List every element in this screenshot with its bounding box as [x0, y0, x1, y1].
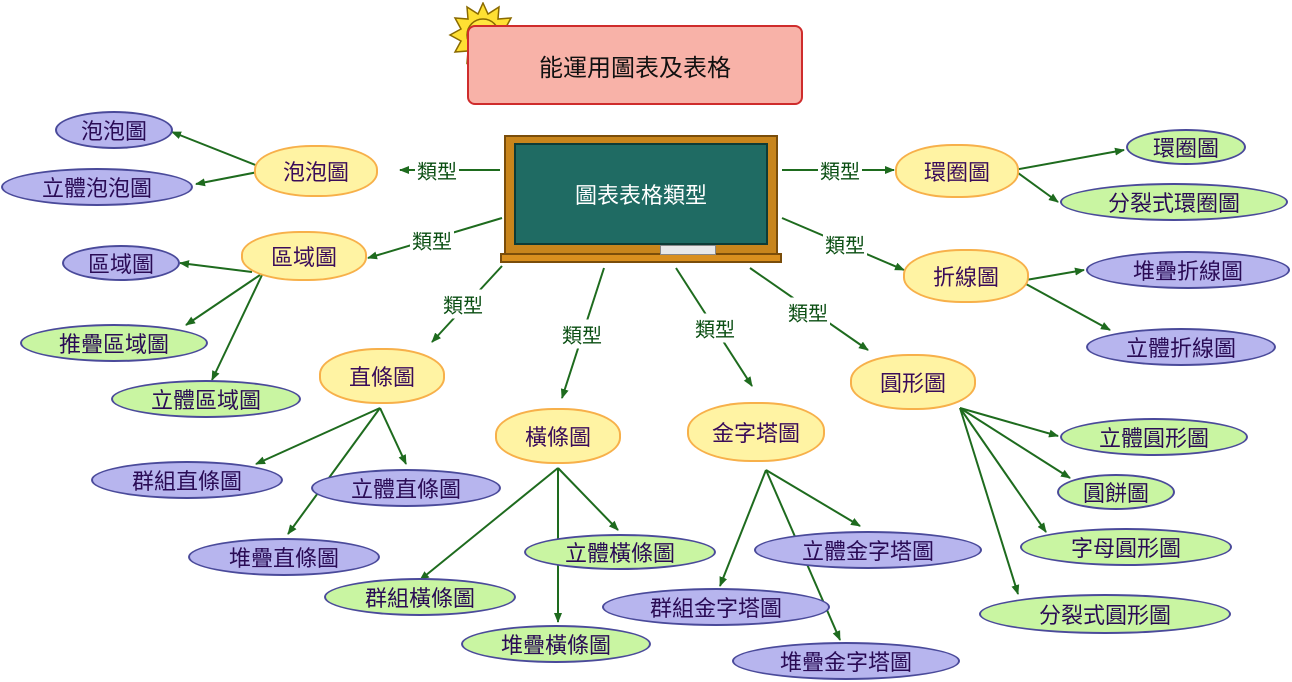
leaf-label: 立體泡泡圖: [41, 177, 152, 202]
leaf-label: 群組金字塔圖: [649, 597, 782, 622]
edge-line-1: [1025, 267, 1085, 281]
category-line: 折線圖: [904, 248, 1028, 304]
category-label: 金字塔圖: [711, 422, 800, 447]
edge-bar-1: [557, 467, 619, 531]
edge-bubble-2: [195, 171, 259, 187]
leaf-bar-2: 群組橫條圖: [324, 578, 516, 616]
leaf-label: 群組直條圖: [131, 470, 242, 495]
edge-pyramid-1: [765, 469, 861, 527]
leaf-column-2: 立體直條圖: [311, 469, 501, 507]
leaf-column-3: 堆疊直條圖: [188, 538, 380, 576]
leaf-pie-1: 立體圓形圖: [1060, 418, 1248, 456]
category-label: 圓形圖: [879, 372, 946, 397]
leaf-label: 區域圖: [87, 253, 154, 278]
edge-pie-4: [959, 407, 1020, 595]
edge-line-2: [1025, 283, 1111, 331]
leaf-doughnut-1: 環圈圖: [1126, 129, 1246, 165]
leaf-label: 群組橫條圖: [364, 587, 475, 612]
leaf-pie-2: 圓餅圖: [1057, 474, 1175, 510]
leaf-pyramid-3: 堆疊金字塔圖: [732, 642, 960, 680]
leaf-label: 分裂式圓形圖: [1038, 604, 1171, 629]
chalkboard: 圖表表格類型: [500, 135, 782, 265]
leaf-label: 環圈圖: [1152, 137, 1219, 162]
leaf-bar-1: 立體橫條圖: [524, 534, 716, 570]
category-area: 區域圖: [242, 230, 366, 282]
leaf-doughnut-2: 分裂式環圈圖: [1060, 183, 1288, 221]
edge-label-area: 類型: [410, 225, 454, 255]
title-box: 能運用圖表及表格: [467, 25, 803, 105]
edge-label-line: 類型: [823, 229, 867, 259]
category-label: 橫條圖: [524, 426, 591, 451]
chalk-icon: [660, 245, 716, 255]
leaf-line-2: 立體折線圖: [1086, 328, 1276, 366]
category-label: 折線圖: [932, 266, 999, 291]
edge-pyramid-2: [719, 469, 767, 587]
edge-column-3: [287, 407, 381, 535]
edge-label-pyramid: 類型: [693, 313, 737, 343]
edge-label-doughnut: 類型: [818, 155, 862, 185]
category-label: 環圈圖: [923, 161, 990, 186]
edge-label-column: 類型: [441, 289, 485, 319]
edge-label-pie: 類型: [786, 297, 830, 327]
category-label: 直條圖: [348, 366, 415, 391]
leaf-label: 泡泡圖: [80, 120, 147, 145]
leaf-label: 立體金字塔圖: [801, 540, 934, 565]
category-label: 區域圖: [270, 246, 337, 271]
category-doughnut: 環圈圖: [896, 143, 1018, 199]
leaf-pie-4: 分裂式圓形圖: [979, 594, 1231, 634]
category-bar: 橫條圖: [496, 407, 620, 465]
leaf-label: 堆疊折線圖: [1132, 260, 1243, 285]
leaf-label: 堆疊直條圖: [228, 547, 339, 572]
edge-bar-2: [419, 467, 559, 581]
edge-area-2: [185, 274, 261, 326]
edge-doughnut-1: [1013, 147, 1125, 171]
edge-area-3: [211, 274, 263, 381]
leaf-area-1: 區域圖: [62, 245, 180, 281]
leaf-area-2: 推疊區域圖: [20, 324, 208, 362]
edge-column-2: [379, 407, 407, 465]
leaf-area-3: 立體區域圖: [111, 380, 301, 418]
leaf-line-1: 堆疊折線圖: [1086, 251, 1290, 289]
leaf-bar-3: 堆疊橫條圖: [461, 625, 651, 663]
leaf-label: 字母圓形圖: [1070, 537, 1181, 562]
leaf-label: 分裂式環圈圖: [1107, 192, 1240, 217]
category-pie: 圓形圖: [851, 353, 975, 411]
leaf-bubble-2: 立體泡泡圖: [1, 168, 193, 206]
chalkboard-slate: 圖表表格類型: [514, 143, 768, 245]
leaf-label: 立體折線圖: [1125, 337, 1236, 362]
edge-column-1: [255, 407, 381, 465]
leaf-label: 圓餅圖: [1082, 482, 1149, 507]
edge-label-bubble: 類型: [415, 155, 459, 185]
edge-area-1: [179, 260, 253, 273]
leaf-label: 堆疊橫條圖: [500, 634, 611, 659]
board-label: 圖表表格類型: [574, 184, 707, 209]
category-bubble: 泡泡圖: [255, 144, 377, 198]
leaf-label: 立體圓形圖: [1098, 427, 1209, 452]
category-label: 泡泡圖: [282, 161, 349, 186]
category-column: 直條圖: [320, 347, 444, 405]
edge-label-bar: 類型: [560, 319, 604, 349]
leaf-column-1: 群組直條圖: [91, 461, 283, 499]
leaf-label: 堆疊金字塔圖: [779, 651, 912, 676]
edge-bubble-1: [171, 131, 259, 167]
leaf-label: 推疊區域圖: [58, 333, 169, 358]
category-pyramid: 金字塔圖: [688, 401, 824, 463]
leaf-pie-3: 字母圓形圖: [1020, 528, 1232, 566]
chalkboard-ledge: [500, 253, 782, 263]
leaf-label: 立體橫條圖: [564, 542, 675, 567]
leaf-label: 立體直條圖: [350, 478, 461, 503]
leaf-bubble-1: 泡泡圖: [55, 111, 173, 149]
edge-doughnut-2: [1013, 169, 1059, 203]
leaf-label: 立體區域圖: [150, 389, 261, 414]
title-text: 能運用圖表及表格: [539, 53, 731, 82]
edge-pie-3: [959, 407, 1047, 533]
leaf-pyramid-1: 立體金字塔圖: [754, 531, 982, 569]
leaf-pyramid-2: 群組金字塔圖: [602, 588, 830, 626]
edge-pie-2: [959, 407, 1071, 479]
edge-pie-1: [959, 407, 1059, 438]
